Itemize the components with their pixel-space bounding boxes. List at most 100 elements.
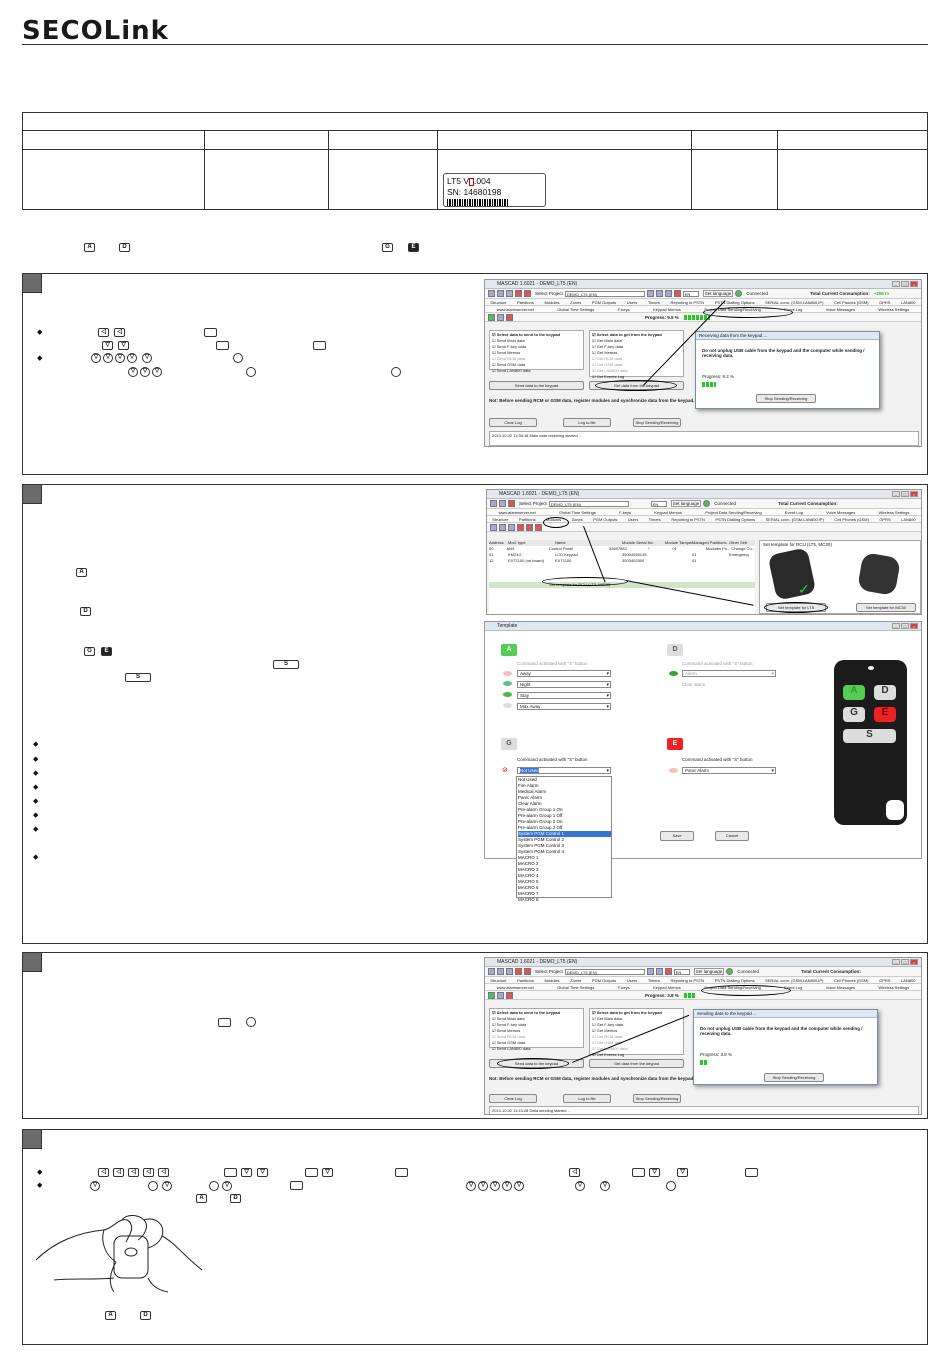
log-to-file-button[interactable]: Log to file [563,1094,611,1103]
close-icon[interactable]: × [910,491,918,497]
toolbar-icon[interactable] [488,313,495,321]
tab[interactable]: LAN800 [901,517,916,522]
tab[interactable]: Modules [544,300,560,305]
checkbox[interactable]: Send Main data [492,338,581,344]
toolbar-icon[interactable] [524,290,531,297]
minimize-icon[interactable]: – [892,959,900,965]
clear-log-button[interactable]: Clear Log [489,1094,537,1103]
toolbar-icon[interactable] [499,523,506,531]
tab[interactable]: Voice Messages [826,510,856,515]
close-icon[interactable]: × [910,623,918,629]
tab[interactable]: Reporting to PSTN [670,978,705,983]
dropdown-option[interactable]: MACRO 5 [518,879,539,884]
dropdown-option[interactable]: MACRO 4 [518,873,539,878]
minimize-icon[interactable]: – [892,491,900,497]
checkbox[interactable]: Get Events Log [592,1052,681,1058]
checkbox[interactable]: Get Memos [592,350,681,356]
tab[interactable]: Event Log [784,510,803,515]
dropdown-option-selected[interactable]: System PGM Control 1 [518,831,611,837]
toolbar-icon[interactable] [515,290,522,297]
tab[interactable]: Project Data Sending/Receiving [705,510,762,515]
a-select-3[interactable]: Stay [517,692,611,699]
toolbar-icon[interactable] [508,523,515,531]
toolbar-icon[interactable] [517,523,524,531]
cmd-s-checkbox[interactable]: Command activated with "S" button [517,757,588,762]
dialog-stop-button[interactable]: Stop Sending/Receiving [756,394,816,403]
tab[interactable]: Structure [490,978,507,983]
tab[interactable]: Users [627,517,639,522]
toolbar-icon[interactable] [497,313,504,321]
close-icon[interactable]: × [910,281,918,287]
tab[interactable]: PSTN Dialling Options [715,517,756,522]
dropdown-option[interactable]: Medical Alarm [518,789,547,794]
toolbar-icon[interactable] [664,290,672,297]
checkbox[interactable]: Send RCM data [492,1034,581,1040]
tab[interactable]: GPRS [879,517,891,522]
stop-button[interactable]: Stop Sending/Receiving [633,418,681,427]
tab[interactable]: LAN800 [901,978,916,983]
clear-log-button[interactable]: Clear Log [489,418,537,427]
dropdown-option[interactable]: Fire Alarm [518,783,539,788]
checkbox[interactable]: Send Main data [492,1016,581,1022]
toolbar-icon[interactable] [506,313,513,321]
d-select[interactable]: Alarm [682,670,776,677]
checkbox[interactable]: Get Events Log [592,374,681,380]
tab[interactable]: Partitions [518,517,536,522]
dropdown-option[interactable]: System PGM Control 3 [518,843,565,848]
toolbar-icon[interactable] [488,991,495,999]
set-template-mc30-button[interactable]: Set template for MC30 [856,603,916,612]
dropdown-option[interactable]: MACRO 2 [518,861,539,866]
toolbar-icon[interactable] [673,290,681,297]
tab[interactable]: www.alarmserver.net [498,510,536,515]
tab[interactable]: Structure [492,517,509,522]
tab[interactable]: SERIAL conn. (GSM,LAN800,IP) [765,978,824,983]
toolbar-icon[interactable] [497,991,504,999]
checkbox[interactable]: Get F-key data [592,344,681,350]
checkbox[interactable]: Send LAN800 data [492,1046,581,1052]
save-button[interactable]: Save [660,831,694,841]
toolbar-icon[interactable] [506,290,513,297]
tab[interactable]: www.alarmserver.net [496,307,534,312]
toolbar-icon[interactable] [646,290,654,297]
tab[interactable]: Cell Phones (GSM) [834,517,869,522]
maximize-icon[interactable]: □ [901,491,909,497]
maximize-icon[interactable]: □ [901,281,909,287]
toolbar-icon[interactable] [655,290,663,297]
tab[interactable]: SERIAL conn. (GSM,LAN800,IP) [765,300,824,305]
tab[interactable]: Partitions [517,978,534,983]
maximize-icon[interactable]: □ [901,959,909,965]
tab[interactable]: F-keys [619,510,632,515]
toolbar-icon[interactable] [488,968,495,975]
tab[interactable]: F-keys [617,985,630,990]
tab[interactable]: Voice Messages [825,985,855,990]
tab[interactable]: Wireless Settings [878,510,910,515]
tab[interactable]: Event Log [784,985,803,990]
tab[interactable]: Voice Messages [825,307,855,312]
toolbar-icon[interactable] [499,500,506,507]
language-select[interactable]: EN [650,500,667,507]
dropdown-option[interactable]: MACRO 8 [518,897,539,902]
dropdown-option[interactable]: Pre-alarm Group 1 Off [518,813,563,818]
tab[interactable]: Users [626,300,638,305]
tab[interactable]: www.alarmserver.net [496,985,534,990]
cmd-s-checkbox[interactable]: Command activated with "S" button [682,661,753,666]
language-select[interactable]: EN [682,290,699,297]
tab[interactable]: Keypad Memos [654,510,683,515]
toolbar-icon[interactable] [524,968,531,975]
tab[interactable]: Cell Phones (GSM) [834,300,869,305]
minimize-icon[interactable]: – [892,281,900,287]
toolbar-icon[interactable] [488,290,495,297]
toolbar-icon[interactable] [535,523,542,531]
send-data-button[interactable]: Send data to the keypad [489,381,584,390]
tab[interactable]: Timers [648,517,661,522]
checkbox[interactable]: Send GSM data [492,362,581,368]
dropdown-option[interactable]: Panic Alarm [518,795,543,800]
tab[interactable]: Cell Phones (GSM) [834,978,869,983]
clear-alarm-checkbox[interactable]: Clear alarm [682,682,706,687]
checkbox[interactable]: Get RCM data [592,356,681,362]
toolbar-icon[interactable] [526,523,533,531]
dropdown-option[interactable]: MACRO 6 [518,885,539,890]
checkbox[interactable]: Get LAN800 data [592,368,681,374]
